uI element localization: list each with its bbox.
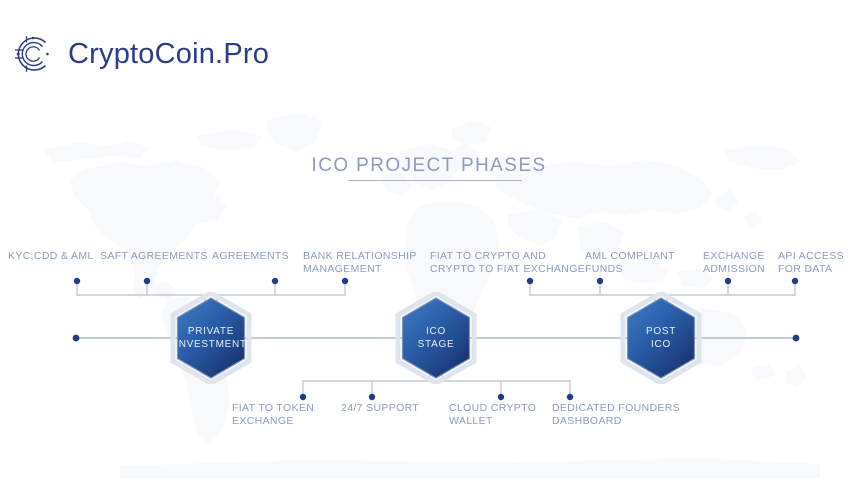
bottom-label-fiat-to-token-exchange: FIAT TO TOKEN EXCHANGE <box>232 402 315 427</box>
top-label-aml-compliant-funds: AML COMPLIANT FUNDS <box>585 250 675 275</box>
bottom-label-cloud-crypto-wallet: CLOUD CRYPTO WALLET <box>449 402 537 427</box>
connector-dot <box>73 277 81 285</box>
connector-dot <box>341 277 349 285</box>
title-underline <box>348 180 522 181</box>
connector-dot <box>368 393 376 401</box>
connector-dot <box>724 277 732 285</box>
phase-node-post-ico[interactable]: POST ICO <box>620 290 702 386</box>
hexagon-shape <box>170 290 252 386</box>
bottom-label-24-7-support: 24/7 SUPPORT <box>341 402 420 414</box>
top-label-exchange-admission: EXCHANGE ADMISSION <box>703 250 766 275</box>
brand-name: CryptoCoin.Pro <box>68 37 270 70</box>
top-label-kyc-cdd-aml: KYC,CDD & AML <box>8 250 94 262</box>
phase-node-label: PRIVATE INVESTMENT <box>175 326 247 350</box>
phase-node-private-investment[interactable]: PRIVATE INVESTMENT <box>170 290 252 386</box>
brand-logo[interactable]: CryptoCoin.Pro <box>12 33 269 75</box>
connector-dot <box>299 393 307 401</box>
connector-dot <box>596 277 604 285</box>
phase-node-label: POST ICO <box>645 326 677 350</box>
hexagon-shape <box>395 290 477 386</box>
circular-c-crypto-logo-icon <box>15 36 49 72</box>
connector-dot <box>271 277 279 285</box>
bottom-label-dedicated-founders-dashboard: DEDICATED FOUNDERS DASHBOARD <box>552 402 681 427</box>
connector-dot <box>143 277 151 285</box>
connector-dot <box>526 277 534 285</box>
hexagon-shape <box>620 290 702 386</box>
phase-node-ico-stage[interactable]: ICO STAGE <box>395 290 477 386</box>
connector-dot <box>566 393 574 401</box>
top-label-bank-relationship-management: BANK RELATIONSHIP MANAGEMENT <box>303 250 417 275</box>
connector-dot <box>791 277 799 285</box>
page-title: ICO PROJECT PHASES <box>311 155 547 176</box>
top-label-fiat-crypto-exchange: FIAT TO CRYPTO AND CRYPTO TO FIAT EXCHAN… <box>430 250 586 275</box>
connector-dot <box>497 393 505 401</box>
phase-node-label: ICO STAGE <box>417 326 455 350</box>
top-label-api-access-for-data: API ACCESS FOR DATA <box>778 250 844 275</box>
axis-endpoint-dot-right <box>792 334 800 342</box>
axis-endpoint-dot-left <box>72 334 80 342</box>
top-label-agreements: AGREEMENTS <box>212 250 290 262</box>
top-label-saft-agreements: SAFT AGREEMENTS <box>100 250 208 262</box>
